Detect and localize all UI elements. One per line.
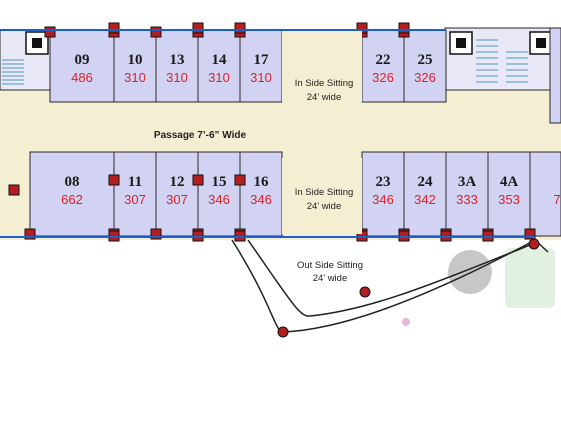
column-marker <box>234 22 246 34</box>
unit-shop <box>155 29 199 103</box>
unit-number: 25 <box>418 52 433 68</box>
unit-area: 310 <box>166 70 188 85</box>
passage-label: Passage 7’-6” Wide <box>154 130 247 141</box>
unit-area: 333 <box>456 192 478 207</box>
unit-number: 4A <box>500 174 519 190</box>
unit-area: 7 <box>553 192 560 207</box>
outside-column-marker <box>528 238 540 250</box>
unit-edge-top <box>549 27 561 124</box>
unit-area: 310 <box>124 70 146 85</box>
unit-shop <box>361 151 405 237</box>
unit-number: 23 <box>376 174 391 190</box>
unit-number: 12 <box>170 174 185 190</box>
unit-shop <box>155 151 199 237</box>
unit-area: 307 <box>166 192 188 207</box>
column-marker <box>8 184 20 196</box>
units-top-row: 09 486 10 310 13 310 14 310 17 310 22 326 25 326 <box>44 22 447 103</box>
unit-number: 14 <box>212 52 228 68</box>
unit-shop <box>361 29 405 103</box>
unit-shop <box>29 151 115 237</box>
outside-sitting-label-1: Out Side Sitting <box>297 260 363 271</box>
inside-sitting-top <box>282 30 362 102</box>
unit-area: 310 <box>208 70 230 85</box>
inside-sitting-top-label-2: 24’ wide <box>307 92 342 103</box>
unit-area: 342 <box>414 192 436 207</box>
unit-area: 353 <box>498 192 520 207</box>
inside-sitting-bottom-label-1: In Side Sitting <box>295 187 354 198</box>
lift-shaft <box>32 38 42 48</box>
column-marker <box>44 26 56 38</box>
column-marker <box>398 22 410 34</box>
unit-shop <box>113 29 157 103</box>
unit-shop <box>403 151 447 237</box>
unit-area: 326 <box>414 70 436 85</box>
outside-sitting-path <box>231 239 549 333</box>
unit-number: 24 <box>418 174 434 190</box>
column-marker <box>192 22 204 34</box>
staircase-icon <box>476 39 528 83</box>
unit-shop <box>239 151 283 237</box>
unit-area: 346 <box>250 192 272 207</box>
outside-sitting-label-2: 24’ wide <box>313 273 348 284</box>
column-marker <box>150 26 162 38</box>
unit-area: 326 <box>372 70 394 85</box>
column-marker <box>192 174 204 186</box>
unit-number: 16 <box>254 174 270 190</box>
unit-area: 486 <box>71 70 93 85</box>
decor-dot <box>402 318 410 326</box>
unit-number: 17 <box>254 52 270 68</box>
units-bottom-row: 08 662 11 307 12 307 15 346 16 346 23 346 24 342 3A 333… <box>8 151 561 242</box>
unit-number: 13 <box>170 52 185 68</box>
unit-area: 307 <box>124 192 146 207</box>
outside-column-marker <box>277 326 289 338</box>
unit-shop <box>197 29 241 103</box>
unit-shop <box>403 29 447 103</box>
unit-number: 22 <box>376 52 391 68</box>
column-marker <box>24 228 36 240</box>
column-marker <box>234 174 246 186</box>
column-marker <box>108 174 120 186</box>
column-marker <box>150 228 162 240</box>
unit-area: 662 <box>61 192 83 207</box>
staircase-icon <box>2 59 24 85</box>
unit-number: 11 <box>128 174 142 190</box>
unit-shop <box>197 151 241 237</box>
unit-area: 346 <box>208 192 230 207</box>
unit-shop <box>49 29 115 103</box>
unit-number: 15 <box>212 174 227 190</box>
unit-shop <box>529 151 561 237</box>
left-stair-block <box>0 29 51 91</box>
unit-number: 09 <box>75 52 90 68</box>
unit-number: 3A <box>458 174 477 190</box>
unit-number: 08 <box>65 174 80 190</box>
inside-sitting-bottom-label-2: 24’ wide <box>307 201 342 212</box>
unit-shop <box>239 29 283 103</box>
outside-column-marker <box>359 286 371 298</box>
column-marker <box>524 228 536 240</box>
column-marker <box>108 22 120 34</box>
inside-sitting-bottom <box>282 158 362 234</box>
unit-number: 10 <box>128 52 143 68</box>
inside-sitting-top-label-1: In Side Sitting <box>295 78 354 89</box>
right-stair-block <box>444 27 556 91</box>
unit-area: 346 <box>372 192 394 207</box>
unit-area: 310 <box>250 70 272 85</box>
